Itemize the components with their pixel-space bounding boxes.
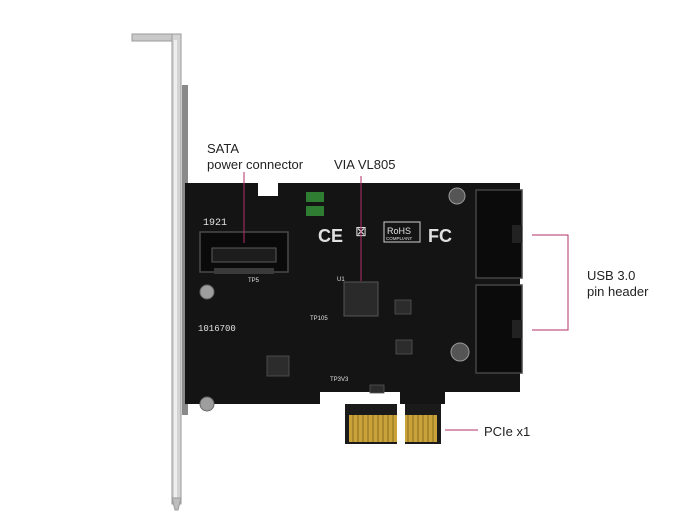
usb-callout-line2: pin header (587, 284, 649, 299)
chip-reference: U1 (337, 277, 345, 283)
usb-callout-line1: USB 3.0 (587, 268, 636, 283)
pcie-callout: PCIe x1 (484, 424, 531, 439)
test-point-label: TP3V3 (330, 377, 349, 383)
via-vl805-chip (343, 281, 379, 317)
metal-bracket (131, 33, 188, 511)
chip-callout: VIA VL805 (334, 157, 396, 172)
usb-pin-header (475, 189, 523, 374)
rohs-sub: COMPLIANT (386, 236, 413, 241)
part-number: 1016700 (198, 324, 236, 334)
screw (199, 284, 215, 300)
ce-mark: CE (318, 226, 343, 246)
callout-lines (243, 172, 569, 431)
usb-header-callout: USB 3.0 pin header (587, 268, 648, 300)
test-point-label: TP5 (248, 278, 260, 284)
date-code: 1921 (203, 218, 227, 229)
pcb-board: CE FC RoHS COMPLIANT ⊠ 1921 1016700 TP5 … (185, 183, 523, 444)
rohs-mark: RoHS (387, 226, 411, 236)
sata-callout-line2: power connector (207, 157, 304, 172)
capacitor (448, 187, 466, 205)
fcc-mark: FC (428, 226, 452, 246)
sata-callout-line1: SATA (207, 141, 240, 156)
test-point-label: TP105 (310, 316, 328, 322)
sata-power-callout: SATA power connector (207, 141, 303, 173)
